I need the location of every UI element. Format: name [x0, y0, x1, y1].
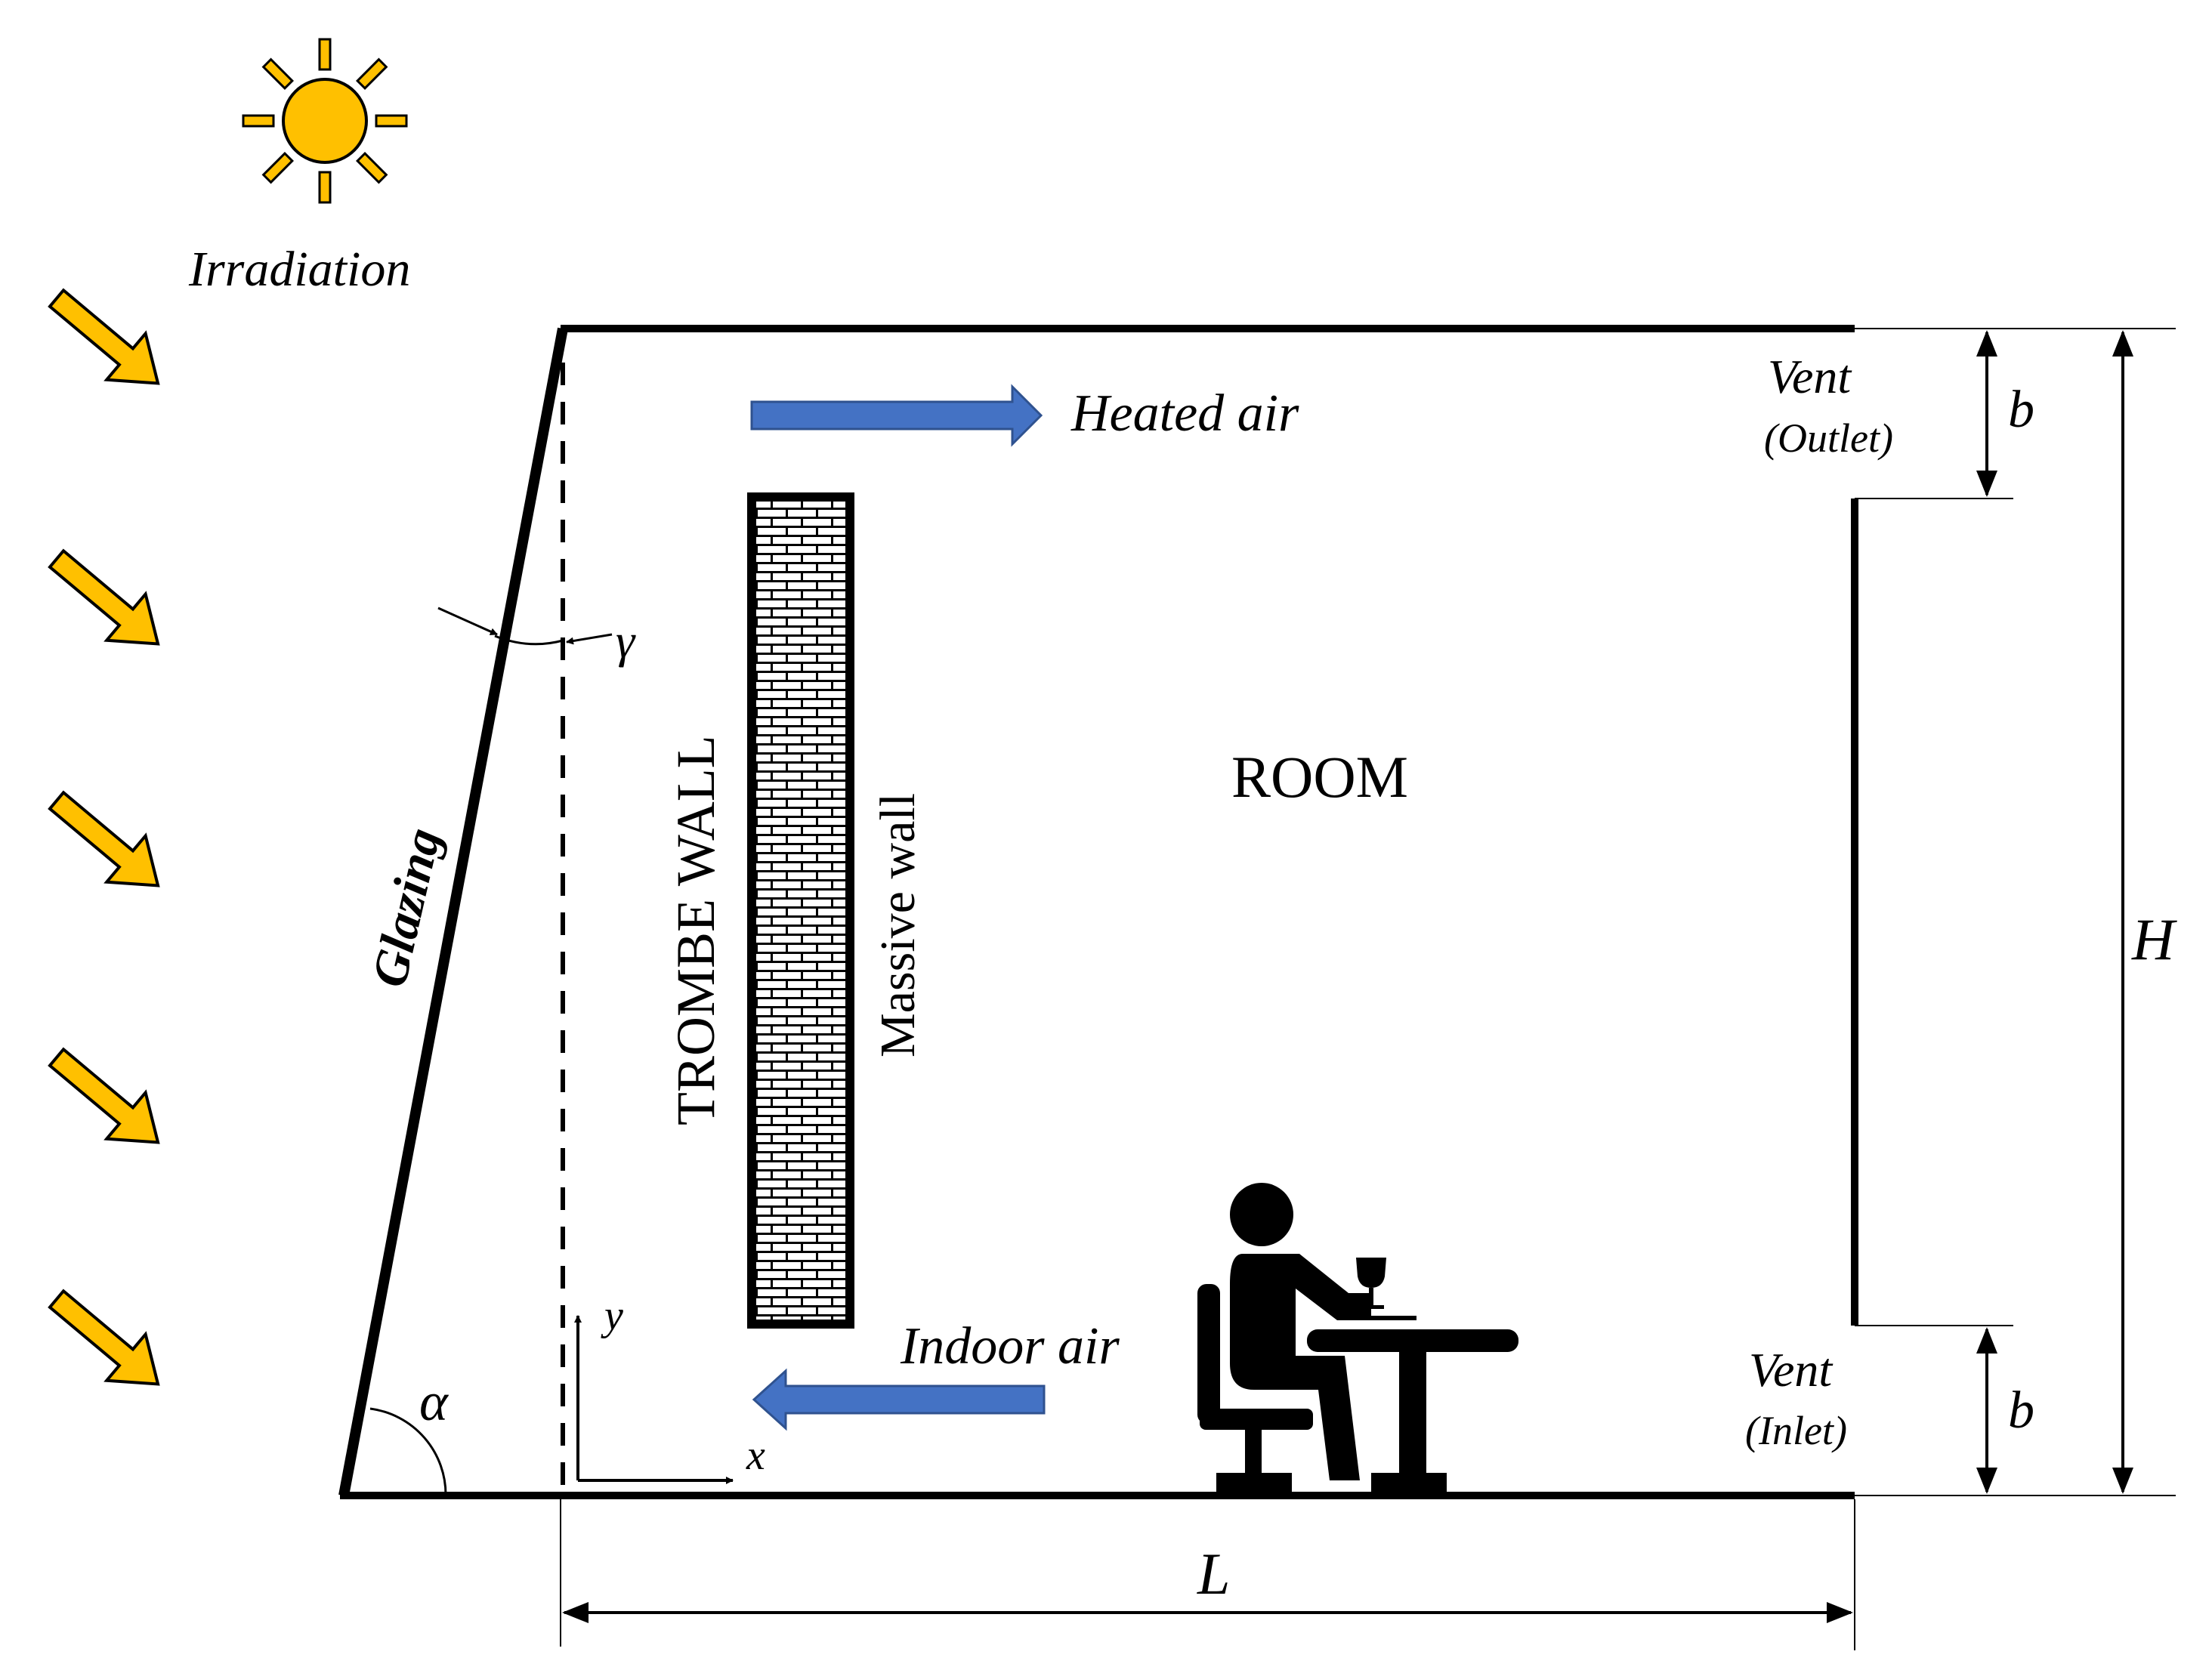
b-top-label: b: [2008, 381, 2034, 439]
trombe-wall-label: TROMBE WALL: [666, 735, 726, 1125]
vent-outlet-sublabel: (Outlet): [1764, 415, 1893, 461]
irradiation-arrow-icon: [48, 1289, 160, 1386]
heated-air-arrow-icon: [750, 384, 1043, 447]
irradiation-arrows: [48, 288, 160, 1386]
dimension-b-bottom: [1976, 1327, 1997, 1494]
gamma-angle-arc: [494, 634, 564, 646]
b-bottom-label: b: [2008, 1381, 2034, 1440]
glazing-line: [338, 327, 568, 1497]
dimension-l: [562, 1602, 1853, 1623]
indoor-air-arrow-icon: [752, 1368, 1046, 1431]
alpha-angle-arc: [369, 1407, 447, 1496]
vent-inlet-label: Vent: [1749, 1343, 1834, 1397]
table-icon: [1307, 1329, 1518, 1494]
massive-wall: [747, 492, 854, 1329]
seated-person-icon: [1230, 1183, 1371, 1480]
sun-icon: [242, 38, 408, 204]
alpha-label: α: [419, 1372, 449, 1432]
length-label: L: [1197, 1541, 1230, 1607]
axis-y-label: y: [601, 1292, 623, 1339]
heated-air-label: Heated air: [1070, 384, 1299, 443]
irradiation-arrow-icon: [48, 790, 160, 887]
wine-glass-icon: [1356, 1258, 1416, 1320]
gamma-label: γ: [616, 614, 636, 668]
irradiation-arrow-icon: [48, 548, 160, 646]
axis-x-label: x: [746, 1432, 765, 1479]
vent-inlet-sublabel: (Inlet): [1745, 1408, 1847, 1453]
irradiation-arrow-icon: [48, 288, 160, 385]
dimension-b-top: [1976, 330, 1997, 497]
irradiation-label: Irradiation: [188, 242, 410, 297]
gamma-pointer-right: [566, 633, 613, 645]
massive-wall-label: Massive wall: [870, 793, 925, 1057]
dimension-h: [2112, 330, 2133, 1494]
room-label: ROOM: [1231, 744, 1408, 810]
gamma-pointer-left: [437, 607, 498, 636]
chair-icon: [1197, 1284, 1313, 1494]
indoor-air-label: Indoor air: [900, 1317, 1120, 1375]
irradiation-arrow-icon: [48, 1047, 160, 1144]
vent-outlet-label: Vent: [1768, 350, 1852, 403]
height-label: H: [2131, 906, 2177, 972]
